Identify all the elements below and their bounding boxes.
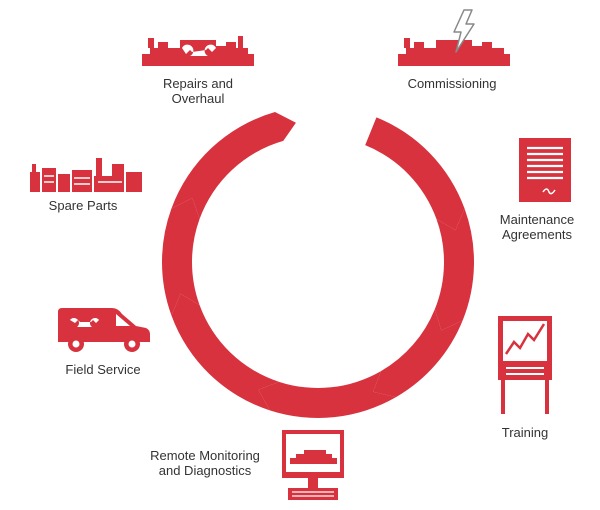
monitor-engine-icon — [282, 430, 344, 500]
label-repairs-and-overhaul: Repairs and Overhaul — [162, 76, 234, 106]
label-remote-monitoring-and-diagnostics: Remote Monitoring and Diagnostics — [150, 448, 260, 478]
cycle-segment — [434, 208, 474, 331]
cycle-segment — [171, 293, 280, 411]
label-training: Training — [501, 425, 549, 440]
contract-document-icon — [519, 138, 571, 202]
cycle-segment — [258, 371, 396, 418]
label-field-service: Field Service — [65, 362, 141, 377]
label-spare-parts: Spare Parts — [48, 198, 118, 213]
engine-lightning-icon — [398, 9, 510, 66]
service-van-icon — [58, 308, 150, 352]
cycle-segment — [373, 309, 463, 398]
cycle-ring — [161, 112, 474, 418]
label-maintenance-agreements: Maintenance Agreements — [499, 212, 575, 242]
cycle-segment — [161, 197, 200, 316]
lightning-bolt — [453, 9, 475, 53]
engine-wrench-icon — [142, 36, 254, 66]
presentation-board-icon — [498, 316, 552, 414]
engine-parts-icon — [30, 158, 142, 192]
cycle-segment — [365, 117, 465, 231]
label-commissioning: Commissioning — [407, 76, 497, 91]
cycle-segment — [171, 112, 296, 219]
